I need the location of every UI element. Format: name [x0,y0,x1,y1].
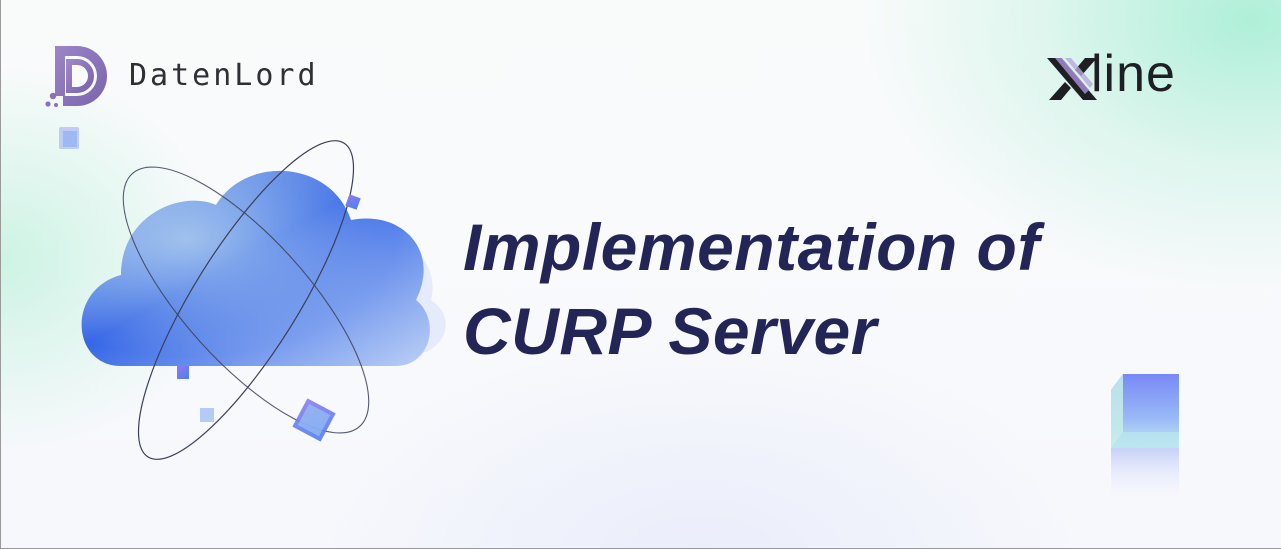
orbit-ring [122,166,370,434]
datenlord-wordmark: DatenLord [129,58,319,93]
xline-logo: line [1041,45,1221,110]
orbit-cube-icon [345,194,361,210]
orbit-cube-icon [177,366,189,379]
xline-x-icon [1047,58,1097,100]
orbit-ring [137,140,355,460]
datenlord-logo: DatenLord [45,44,345,114]
glass-cube-icon [1111,374,1179,508]
page-title: Implementation of CURP Server [463,205,1040,373]
small-cube-icon [59,127,79,149]
orbit-cube-icon [292,398,336,442]
xline-wordmark: line [1091,45,1176,103]
title-line-1: Implementation of [463,210,1040,284]
title-line-2: CURP Server [463,294,877,368]
orbit-cube-icon [200,408,214,422]
datenlord-d-icon [45,46,107,107]
